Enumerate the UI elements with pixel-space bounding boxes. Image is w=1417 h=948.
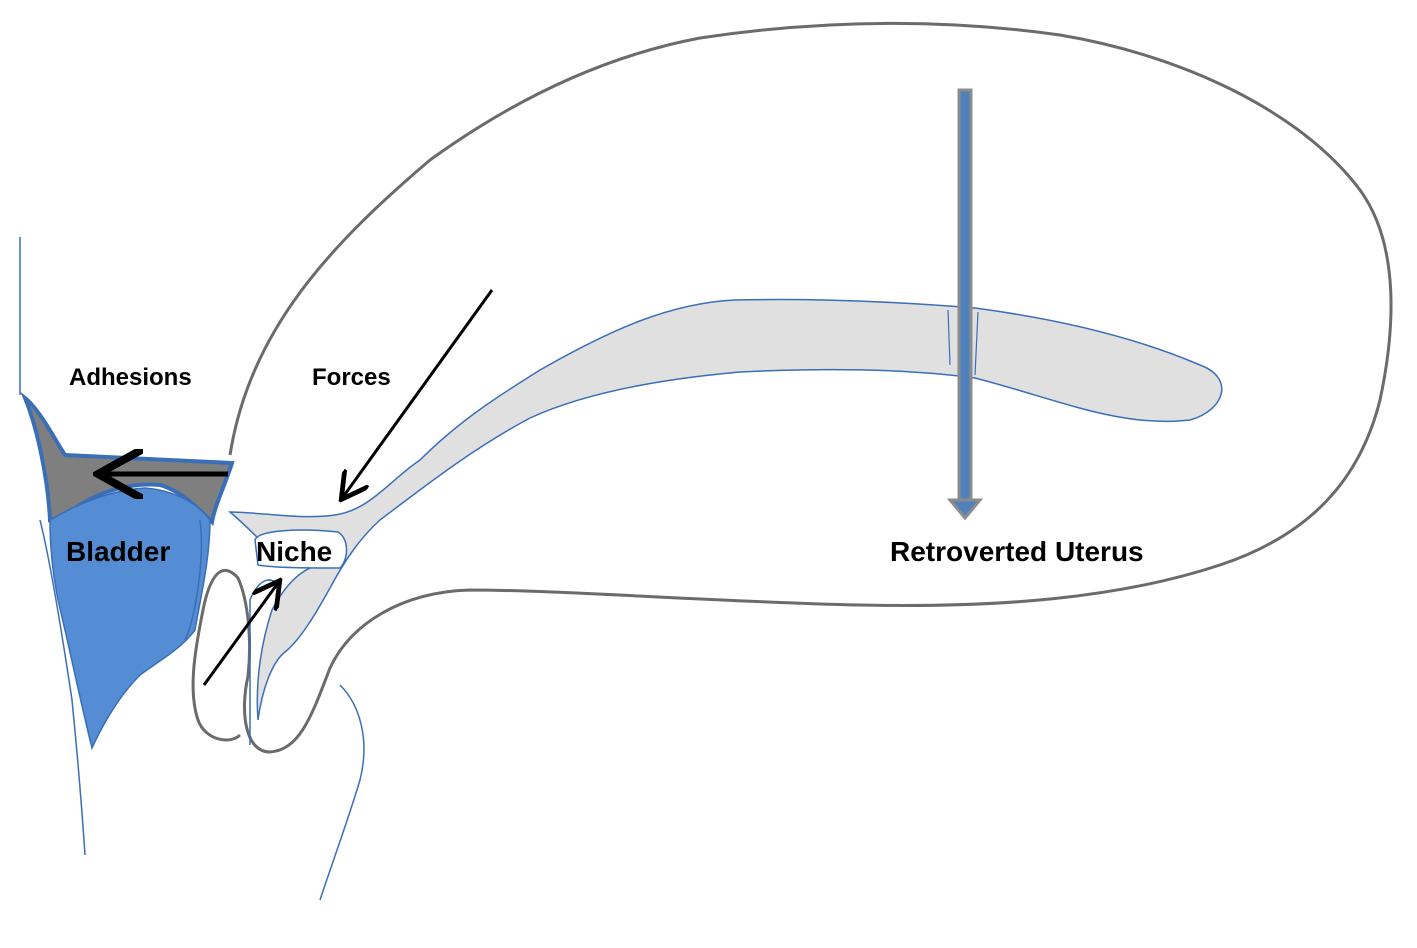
cervix-line — [319, 684, 365, 901]
adhesions-label: Adhesions — [69, 364, 192, 391]
uterus-label: Retroverted Uterus — [890, 536, 1144, 567]
force-arrow-upper — [343, 289, 494, 497]
force-arrow-lower — [202, 583, 278, 686]
cavity-divider — [947, 309, 979, 376]
forces-label: Forces — [312, 364, 391, 391]
niche-label: Niche — [256, 536, 333, 567]
probe-shaft — [957, 88, 973, 504]
uterine-cavity — [227, 298, 1223, 721]
niche-outline — [254, 529, 348, 569]
bladder-lower-wall — [39, 519, 203, 856]
bladder-region — [49, 487, 211, 751]
bladder-label: Bladder — [66, 536, 171, 567]
probe-arrowhead — [946, 498, 984, 521]
